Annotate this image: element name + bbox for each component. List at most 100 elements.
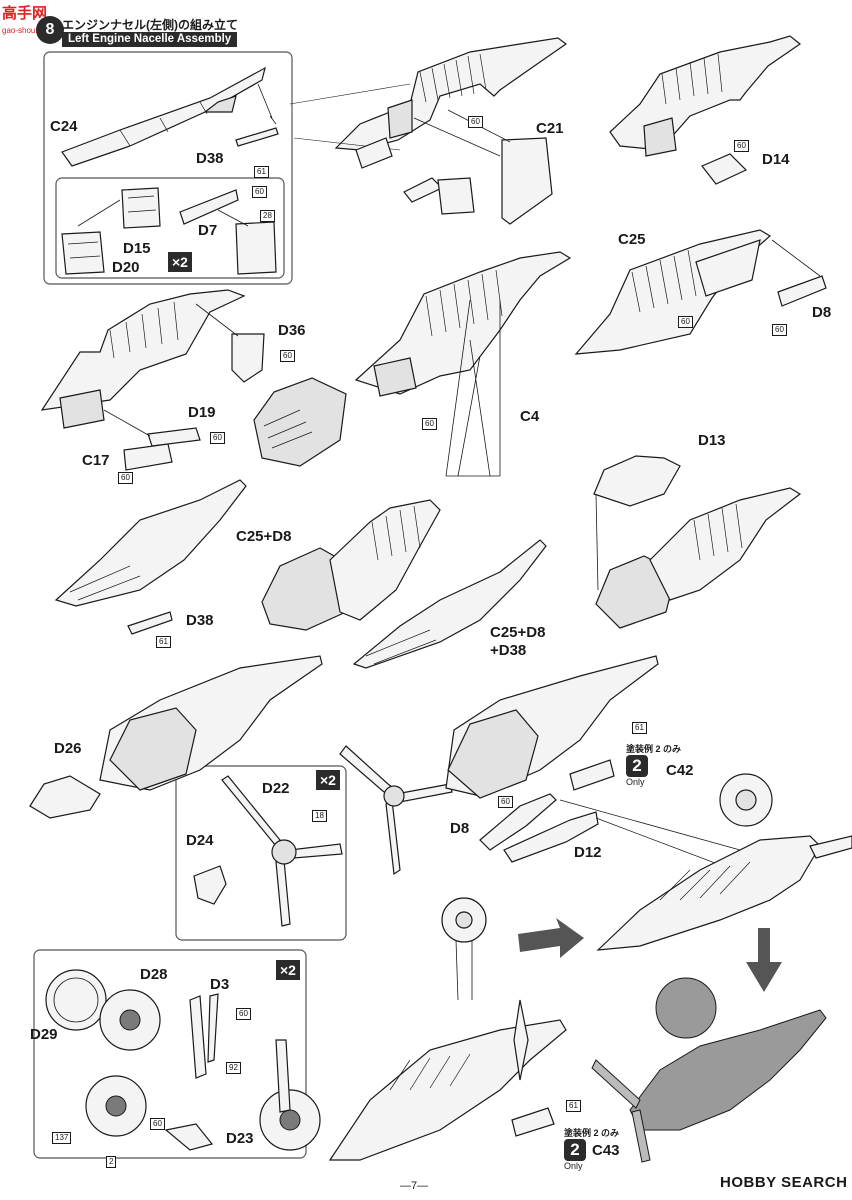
part-label-d22: D22 xyxy=(262,780,290,797)
c24-part xyxy=(61,66,266,167)
part-label-d3: D3 xyxy=(210,976,230,993)
part-label-d24: D24 xyxy=(186,832,214,849)
only-note-en: Only xyxy=(564,1161,583,1171)
part-label-d15: D15 xyxy=(123,240,151,257)
nacelle-frame-top xyxy=(334,37,568,151)
part-label-d12: D12 xyxy=(574,844,602,861)
paint-code-18: 18 xyxy=(312,810,327,822)
d20-part xyxy=(61,231,105,275)
part-label-d20: D20 xyxy=(112,259,140,276)
part-label-d13: D13 xyxy=(698,432,726,449)
d7-assembly xyxy=(235,221,277,275)
paint-code-60: 60 xyxy=(678,316,693,328)
paint-code-60: 60 xyxy=(422,418,437,430)
paint-code-60: 60 xyxy=(150,1118,165,1130)
c21-part xyxy=(501,137,553,225)
part-label-d7: D7 xyxy=(198,222,218,239)
part-label-d38: D38 xyxy=(196,150,224,167)
only-note-jp: 塗装例 2 のみ xyxy=(564,1128,620,1138)
part-label-d29: D29 xyxy=(30,1026,58,1043)
paint-code-60: 60 xyxy=(772,324,787,336)
paint-code-60: 60 xyxy=(734,140,749,152)
step-title-jp: エンジンナセル(左側)の組み立て xyxy=(62,18,238,32)
part-label-c25-d8: C25+D8 xyxy=(236,528,292,545)
step-number: 8 xyxy=(36,16,64,44)
paint-code-61: 61 xyxy=(254,166,269,178)
d36-part xyxy=(231,333,265,383)
c4-strut xyxy=(445,299,501,477)
part-label-d8: D8 xyxy=(812,304,832,321)
part-label-c21: C21 xyxy=(536,120,564,137)
arrow-down xyxy=(746,928,782,992)
part-label-c17: C17 xyxy=(82,452,110,469)
part-label-c42: C42 xyxy=(666,762,694,779)
nacelle-assembled-c xyxy=(596,835,821,951)
paint-code-60: 60 xyxy=(118,472,133,484)
only-note-c43: 塗装例 2 のみ 2 Only xyxy=(564,1126,619,1171)
c17-part xyxy=(123,443,173,471)
multiplier-x2: ×2 xyxy=(168,252,192,272)
paint-scheme-number: 2 xyxy=(626,755,648,777)
d38-part-b xyxy=(127,611,173,635)
paint-scheme-number: 2 xyxy=(564,1139,586,1161)
subassembly-panel-1 xyxy=(43,51,293,285)
paint-code-60: 60 xyxy=(468,116,483,128)
paint-code-92: 92 xyxy=(226,1062,241,1074)
nacelle-frame-mid-left xyxy=(40,289,246,411)
paint-code-2: 2 xyxy=(106,1156,117,1168)
c43-part xyxy=(511,1107,555,1137)
d3-strut xyxy=(189,995,207,1079)
propeller-panel xyxy=(175,765,347,941)
nacelle-assembled-d xyxy=(328,1019,567,1161)
frame-center-b xyxy=(329,499,441,621)
part-label-c25-d8-d38-line1: C25+D8 xyxy=(490,624,546,641)
paint-code-28: 28 xyxy=(260,210,275,222)
part-label-d8-b: D8 xyxy=(450,820,470,837)
c42-part xyxy=(569,759,615,791)
part-label-d26: D26 xyxy=(54,740,82,757)
d7-part xyxy=(179,189,239,225)
landing-gear-panel xyxy=(33,949,307,1159)
c25d8-part xyxy=(54,479,247,607)
step-title-en: Left Engine Nacelle Assembly xyxy=(62,32,238,47)
part-label-d14: D14 xyxy=(762,151,790,168)
d38-part-a xyxy=(235,127,279,147)
paint-code-61: 61 xyxy=(566,1100,581,1112)
d26-part xyxy=(29,775,101,819)
d23-part xyxy=(164,1123,214,1151)
d8-part-a xyxy=(777,275,827,307)
part-label-c24: C24 xyxy=(50,118,78,135)
frame-d13 xyxy=(649,487,802,601)
paint-code-60: 60 xyxy=(252,186,267,198)
d29-part xyxy=(45,969,107,1031)
paint-code-60: 60 xyxy=(210,432,225,444)
watermark-logo: 高手网 xyxy=(2,5,48,22)
part-label-c25: C25 xyxy=(618,231,646,248)
subassembly-panel-2 xyxy=(55,177,285,279)
d24-part xyxy=(193,865,227,905)
only-note-en: Only xyxy=(626,777,645,787)
c25d8d38-part xyxy=(352,539,547,669)
only-note-jp: 塗装例 2 のみ xyxy=(626,744,682,754)
paint-code-137: 137 xyxy=(52,1132,72,1144)
paint-code-60: 60 xyxy=(498,796,513,808)
watermark-url: gao-shou.com xyxy=(2,26,53,35)
d15-part xyxy=(121,187,161,229)
part-label-c25-d8-d38-line2: +D38 xyxy=(490,642,527,659)
part-label-d36: D36 xyxy=(278,322,306,339)
multiplier-x2: ×2 xyxy=(316,770,340,790)
part-label-d28: D28 xyxy=(140,966,168,983)
arrow-right xyxy=(518,918,584,958)
multiplier-x2: ×2 xyxy=(276,960,300,980)
only-note-c42: 塗装例 2 のみ 2 Only xyxy=(626,742,681,787)
page-number: —7— xyxy=(400,1180,429,1192)
d14-part xyxy=(701,153,748,185)
part-label-c4: C4 xyxy=(520,408,540,425)
wheel-final xyxy=(655,977,717,1039)
part-label-d23: D23 xyxy=(226,1130,254,1147)
d8-part-b xyxy=(479,793,557,851)
engine-block-a xyxy=(253,377,347,467)
paint-code-60: 60 xyxy=(280,350,295,362)
paint-code-60: 60 xyxy=(236,1008,251,1020)
